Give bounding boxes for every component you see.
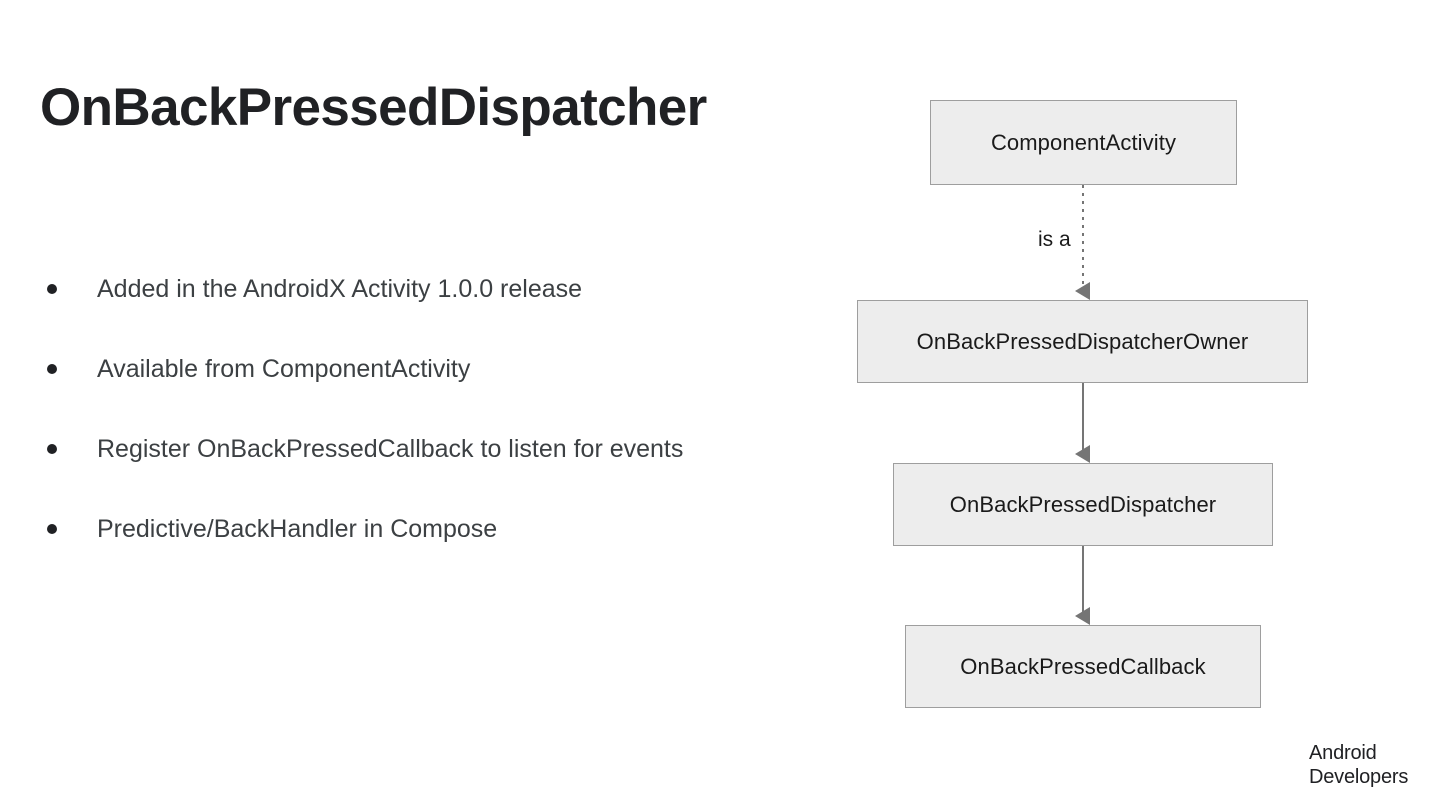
list-item-label: Added in the AndroidX Activity 1.0.0 rel… [97,275,583,303]
logo-line-1: Android [1309,742,1377,764]
list-item-label: Available from ComponentActivity [97,355,471,383]
list-item: Added in the AndroidX Activity 1.0.0 rel… [40,268,800,348]
list-item-label: Register OnBackPressedCallback to listen… [97,435,684,463]
bullet-dot-icon [47,524,57,534]
diagram-node-callback: OnBackPressedCallback [905,625,1261,708]
bullet-dot-icon [47,444,57,454]
page-title: OnBackPressedDispatcher [40,78,707,137]
diagram-node-label: OnBackPressedCallback [960,653,1206,679]
logo-line-2: Developers [1309,766,1409,788]
diagram-node-component-activity: ComponentActivity [930,100,1237,185]
edge-label-is-a: is a [1032,228,1077,252]
list-item: Predictive/BackHandler in Compose [40,508,800,588]
diagram-node-label: OnBackPressedDispatcher [949,491,1217,517]
bullet-dot-icon [47,284,57,294]
diagram-node-dispatcher-owner: OnBackPressedDispatcherOwner [857,300,1308,383]
android-developers-logo: Android Developers [1309,741,1408,789]
hierarchy-diagram: ComponentActivity is a OnBackPressedDisp… [820,80,1400,740]
list-item-label: Predictive/BackHandler in Compose [97,515,498,543]
list-item: Available from ComponentActivity [40,348,800,428]
diagram-node-label: ComponentActivity [990,129,1177,155]
diagram-node-dispatcher: OnBackPressedDispatcher [893,463,1273,546]
bullet-list: Added in the AndroidX Activity 1.0.0 rel… [40,268,800,588]
diagram-node-label: OnBackPressedDispatcherOwner [916,328,1249,354]
bullet-dot-icon [47,364,57,374]
list-item: Register OnBackPressedCallback to listen… [40,428,800,508]
